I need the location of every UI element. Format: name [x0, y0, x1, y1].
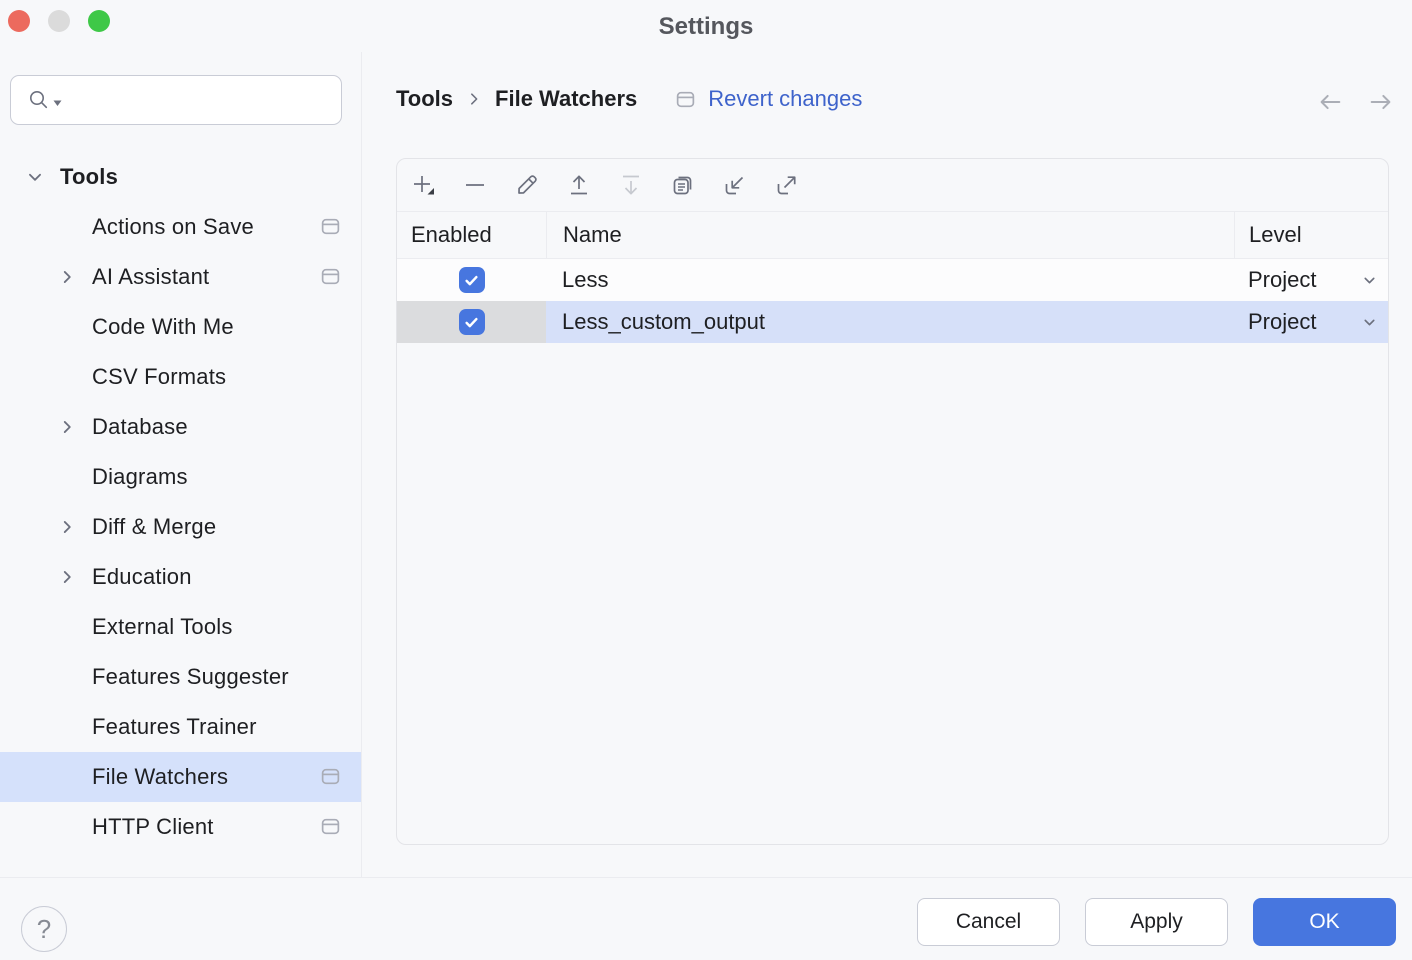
chevron-down-icon: [1361, 272, 1378, 289]
search-icon: [27, 88, 51, 112]
duplicate-watcher-button[interactable]: [669, 171, 697, 199]
zoom-window-button[interactable]: [88, 10, 110, 32]
chevron-down-icon[interactable]: [24, 166, 46, 188]
sidebar-divider: [361, 52, 362, 877]
column-header-level[interactable]: Level: [1234, 212, 1388, 258]
sidebar-item-tools[interactable]: Tools: [0, 152, 361, 202]
export-watchers-button[interactable]: [773, 171, 801, 199]
ide-settings-icon: [320, 766, 341, 787]
settings-search-field[interactable]: [10, 75, 342, 125]
help-button[interactable]: ?: [21, 906, 67, 952]
apply-button[interactable]: Apply: [1085, 898, 1228, 946]
ide-settings-icon: [320, 216, 341, 237]
window-title: Settings: [658, 13, 754, 40]
ok-button[interactable]: OK: [1253, 898, 1396, 946]
move-up-button[interactable]: [565, 171, 593, 199]
level-dropdown[interactable]: Project: [1234, 259, 1388, 301]
chevron-right-icon[interactable]: [56, 266, 78, 288]
sidebar-item-ai-assistant[interactable]: AI Assistant: [0, 252, 361, 302]
close-window-button[interactable]: [8, 10, 30, 32]
enabled-checkbox[interactable]: [458, 309, 485, 335]
ide-settings-icon: [320, 266, 341, 287]
sidebar-item-diagrams[interactable]: Diagrams: [92, 464, 188, 489]
remove-watcher-button[interactable]: [461, 171, 489, 199]
import-watchers-button[interactable]: [721, 171, 749, 199]
file-watchers-panel: Enabled Name Level Less Project Less_cus…: [396, 158, 1389, 845]
sidebar-item-features-trainer[interactable]: Features Trainer: [92, 714, 257, 739]
ide-settings-icon: [320, 816, 341, 837]
sidebar-item-csv-formats[interactable]: CSV Formats: [92, 364, 227, 389]
sidebar-item-external-tools[interactable]: External Tools: [92, 614, 233, 639]
watcher-row-less[interactable]: Less Project: [397, 259, 1388, 301]
sidebar-item-code-with-me[interactable]: Code With Me: [92, 314, 234, 339]
watcher-name[interactable]: Less: [562, 267, 609, 292]
modified-settings-icon: [675, 89, 696, 110]
search-input[interactable]: [64, 76, 341, 124]
chevron-down-icon: [1361, 314, 1378, 331]
watcher-name[interactable]: Less_custom_output: [546, 301, 1234, 343]
table-toolbar: [397, 159, 1388, 212]
watcher-row-less-custom-output[interactable]: Less_custom_output Project: [397, 301, 1388, 343]
level-dropdown[interactable]: Project: [1234, 301, 1388, 343]
footer-divider: [0, 877, 1412, 878]
column-header-enabled[interactable]: Enabled: [411, 222, 492, 247]
add-watcher-button[interactable]: [409, 171, 437, 199]
column-header-name[interactable]: Name: [546, 212, 1234, 258]
sidebar-item-diff-merge[interactable]: Diff & Merge: [0, 502, 361, 552]
sidebar-item-features-suggester[interactable]: Features Suggester: [92, 664, 289, 689]
chevron-right-icon[interactable]: [56, 566, 78, 588]
breadcrumb-chevron-icon: [467, 92, 481, 106]
enabled-checkbox[interactable]: [458, 267, 485, 293]
table-header: Enabled Name Level: [397, 212, 1388, 259]
breadcrumb-tools[interactable]: Tools: [396, 86, 454, 111]
settings-tree: Tools Actions on Save AI Assistant Code …: [0, 152, 361, 852]
search-history-dropdown-icon[interactable]: [53, 100, 62, 107]
breadcrumb-current: File Watchers: [495, 86, 638, 111]
breadcrumb: Tools File Watchers Revert changes: [396, 84, 862, 114]
question-mark-icon: ?: [36, 913, 52, 944]
edit-watcher-button[interactable]: [513, 171, 541, 199]
cancel-button[interactable]: Cancel: [917, 898, 1060, 946]
sidebar-item-education[interactable]: Education: [0, 552, 361, 602]
sidebar-item-actions-on-save[interactable]: Actions on Save: [0, 202, 361, 252]
move-down-button[interactable]: [617, 171, 645, 199]
chevron-right-icon[interactable]: [56, 416, 78, 438]
sidebar-item-database[interactable]: Database: [0, 402, 361, 452]
back-button[interactable]: [1316, 88, 1344, 116]
revert-changes-link[interactable]: Revert changes: [708, 86, 863, 111]
chevron-right-icon[interactable]: [56, 516, 78, 538]
sidebar-item-http-client[interactable]: HTTP Client: [0, 802, 361, 852]
sidebar-item-file-watchers[interactable]: File Watchers: [0, 752, 361, 802]
forward-button[interactable]: [1367, 88, 1395, 116]
minimize-window-button[interactable]: [48, 10, 70, 32]
